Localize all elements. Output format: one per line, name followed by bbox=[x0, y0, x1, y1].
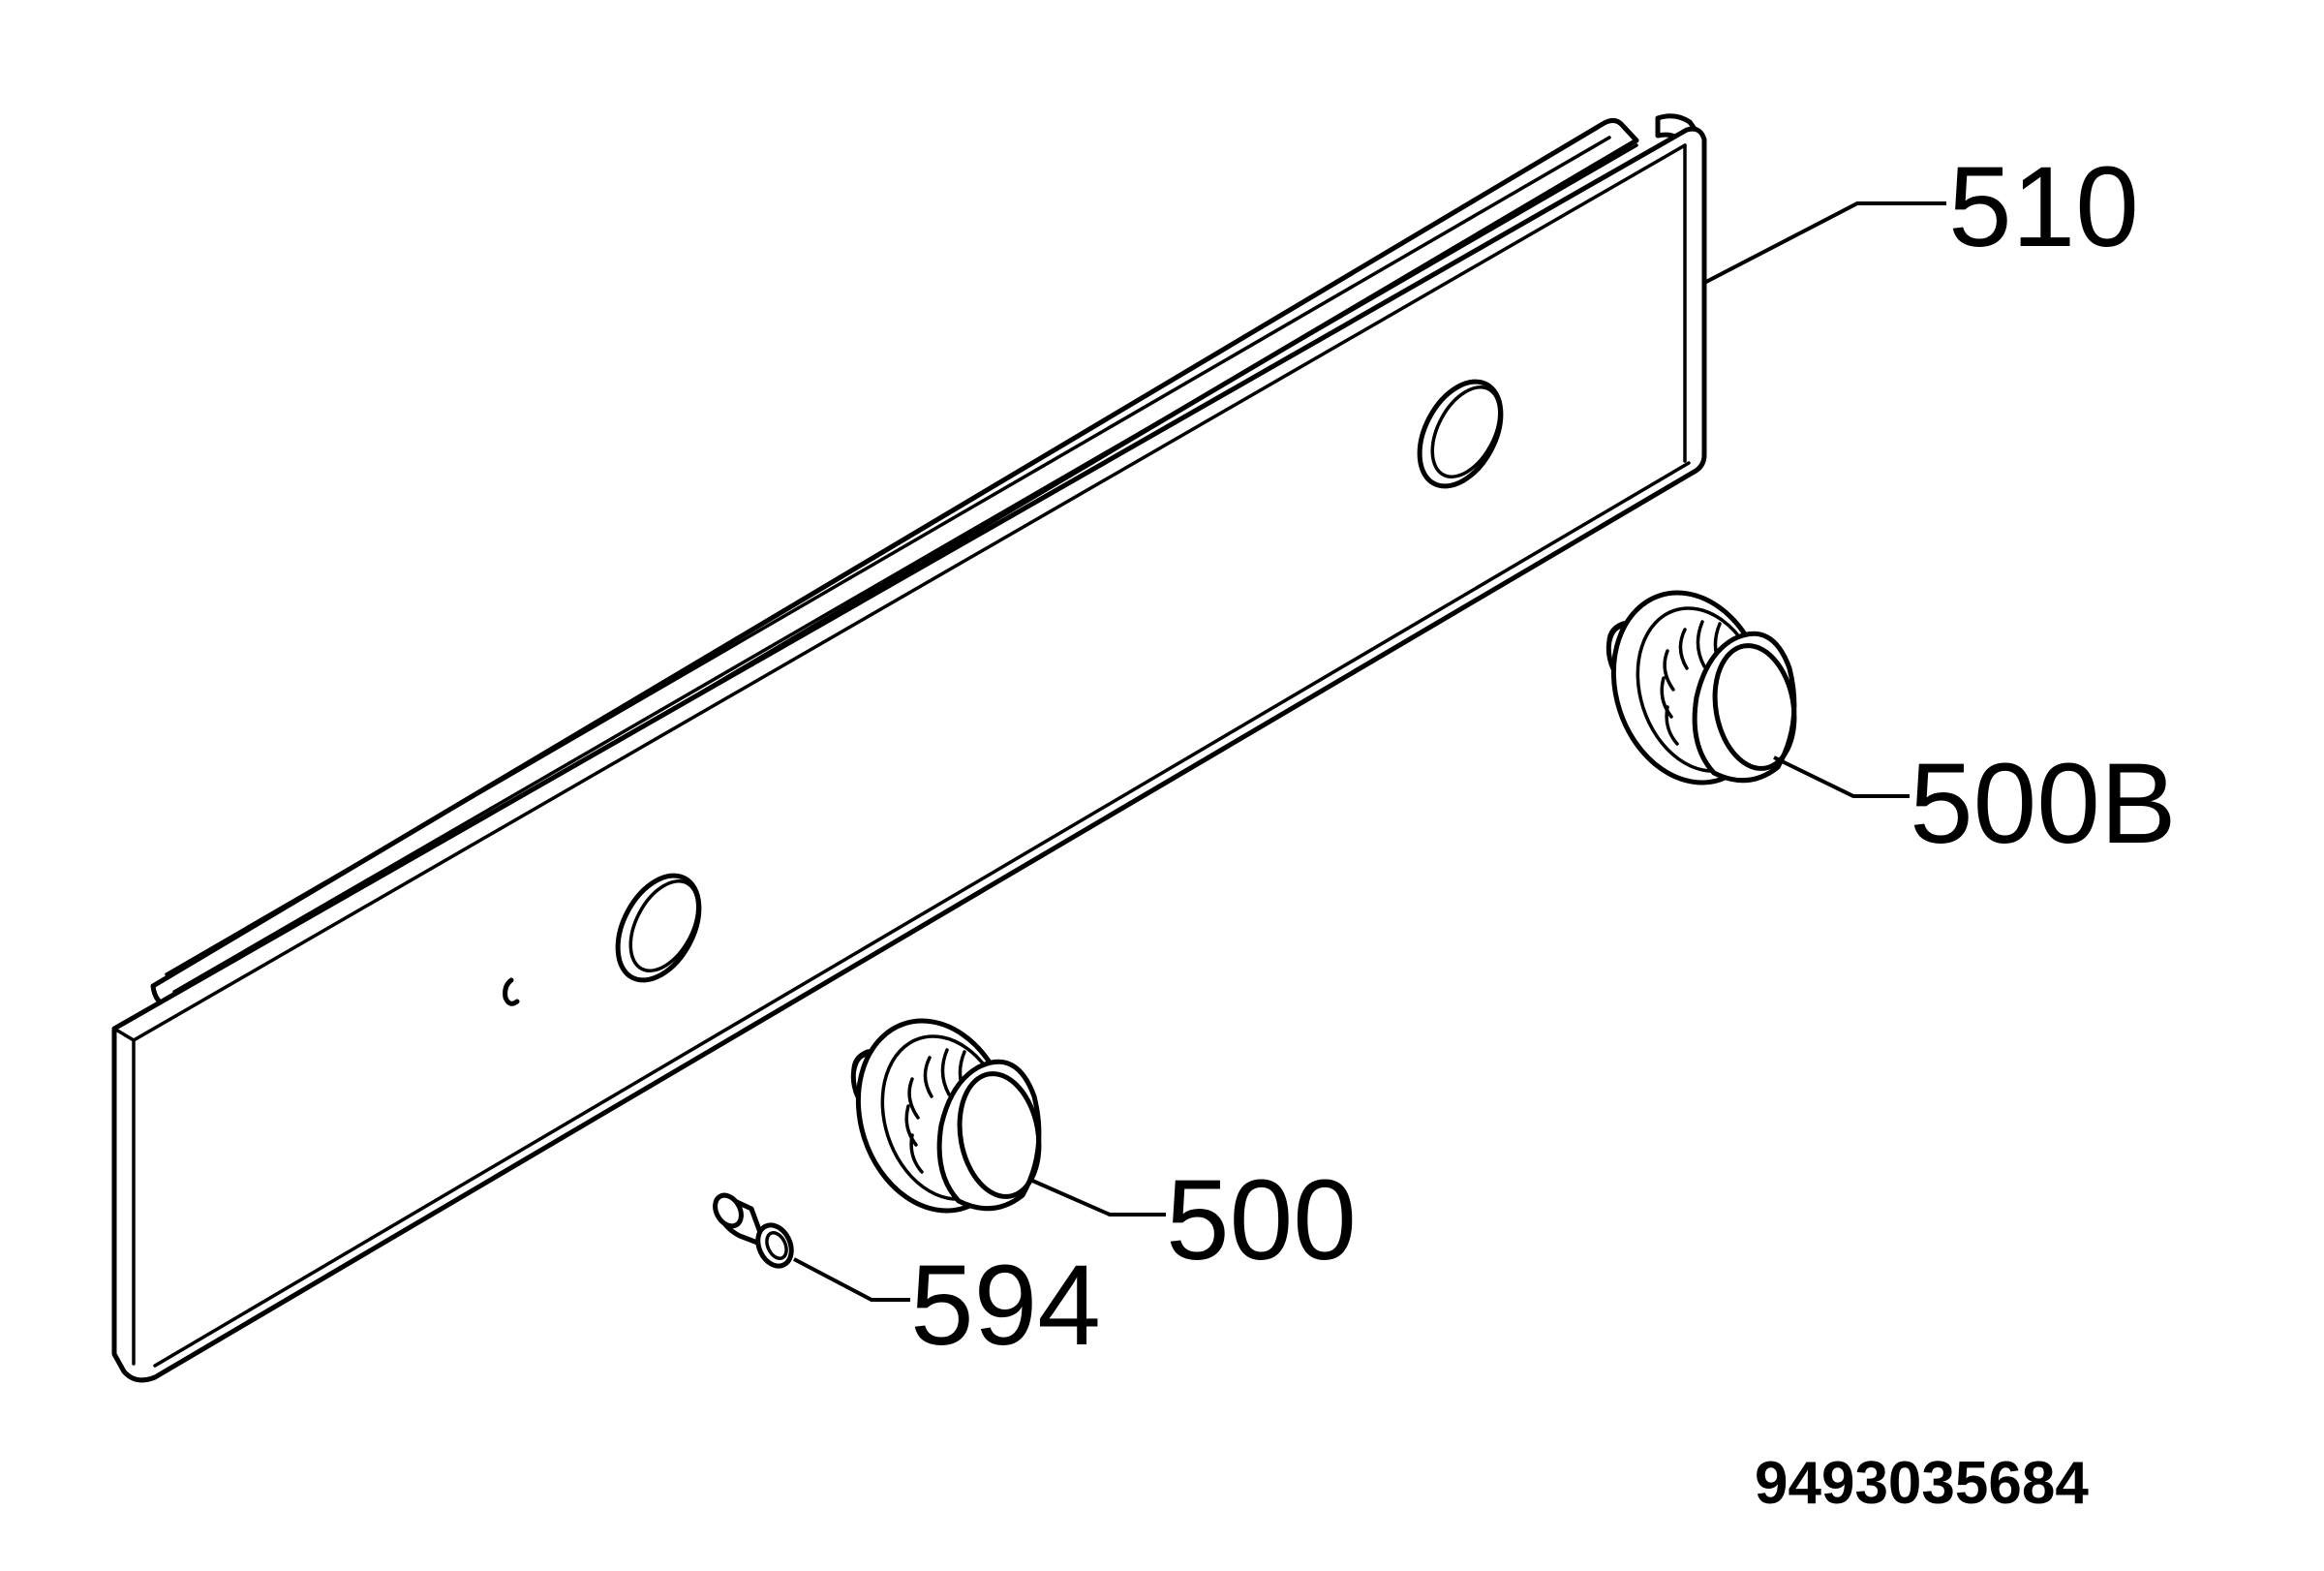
leader-500 bbox=[1029, 1178, 1166, 1217]
leader-510 bbox=[1703, 201, 1946, 285]
drawing-number: 9493035684 bbox=[1755, 1450, 2089, 1517]
callout-500b: 500B bbox=[1910, 740, 2177, 868]
leader-500b bbox=[1773, 755, 1910, 798]
panel-top-flange bbox=[150, 118, 1639, 1010]
knob-500 bbox=[850, 1018, 1042, 1214]
panel-hole-left bbox=[615, 873, 702, 983]
panel-pin-hole bbox=[503, 977, 520, 1006]
panel-face bbox=[111, 126, 1707, 1383]
panel-top-lip-line-2 bbox=[172, 143, 1638, 994]
panel-bottom-thickness bbox=[153, 461, 1691, 1368]
control-panel bbox=[111, 113, 1707, 1383]
pin-594 bbox=[713, 1192, 794, 1269]
callout-500: 500 bbox=[1166, 1156, 1357, 1284]
callout-510: 510 bbox=[1948, 143, 2139, 271]
panel-hole-right bbox=[1417, 379, 1504, 489]
panel-top-lip-line bbox=[165, 136, 1611, 976]
knob-500b bbox=[1605, 590, 1797, 786]
leader-594 bbox=[793, 1257, 910, 1302]
callout-594: 594 bbox=[910, 1242, 1101, 1370]
panel-top-thickness bbox=[132, 143, 1687, 1042]
